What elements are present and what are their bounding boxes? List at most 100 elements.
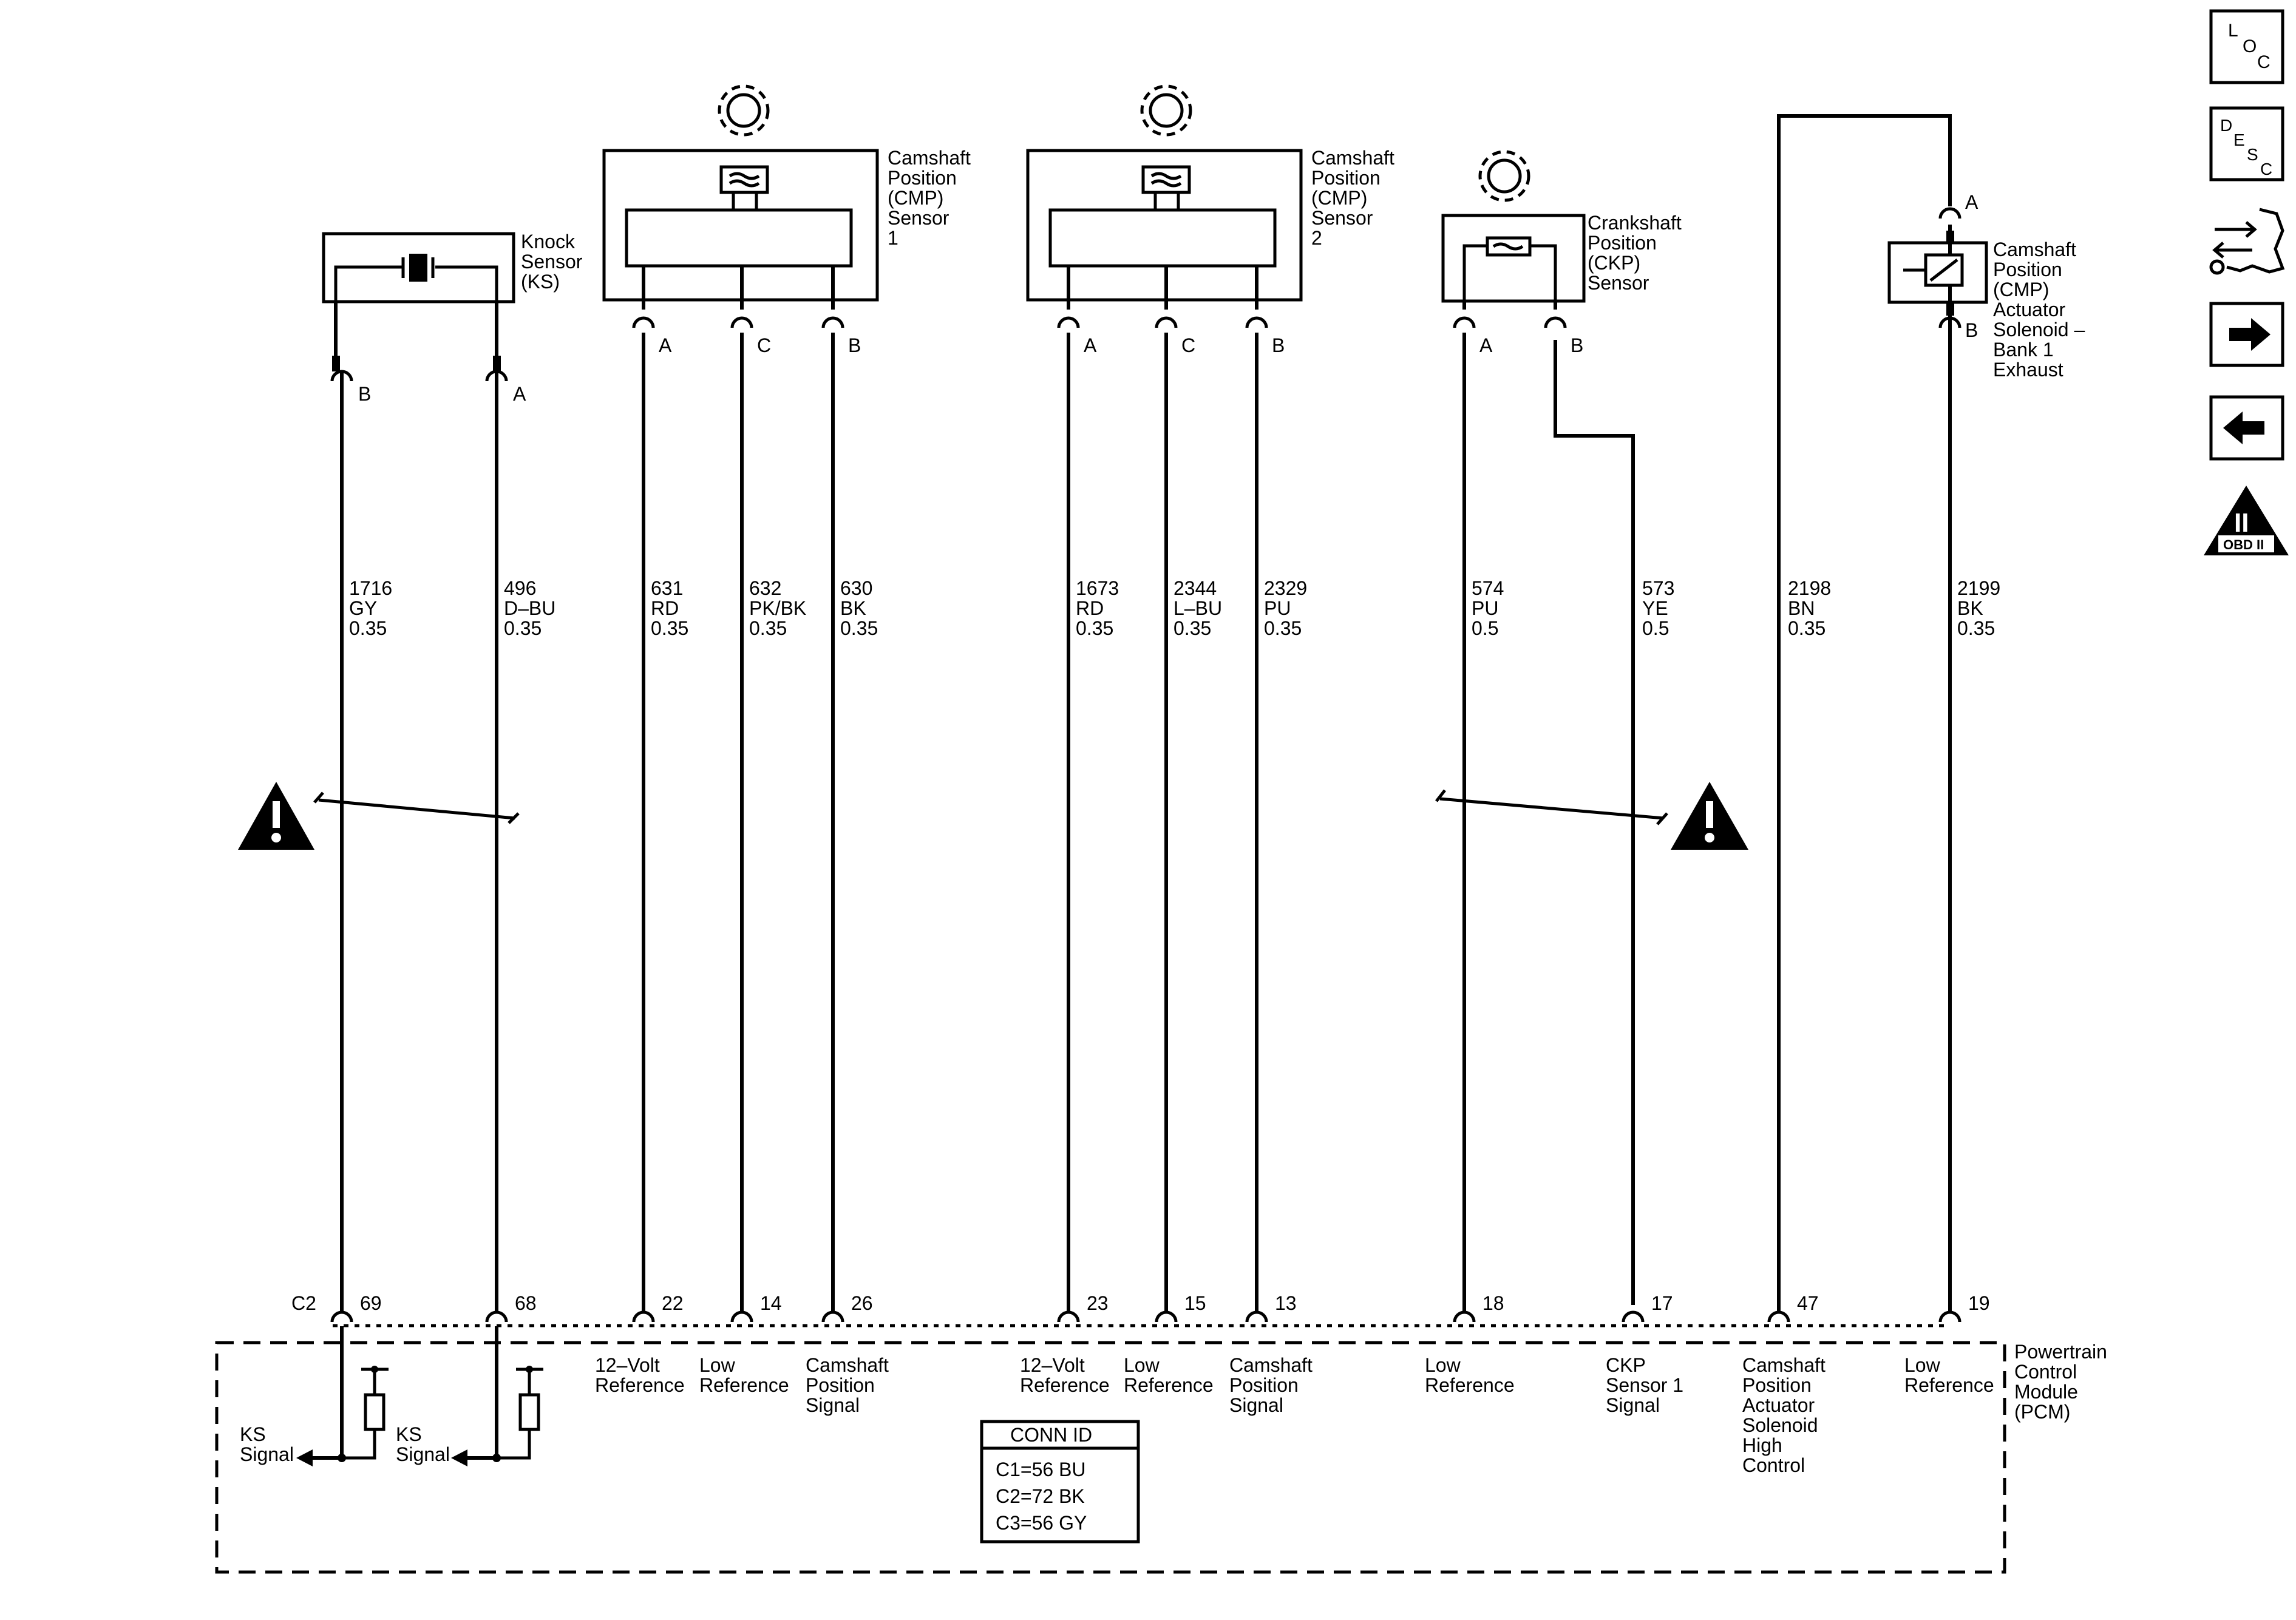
conn-id-row: C3=56 GY <box>996 1512 1087 1534</box>
pcm-pin-number: 14 <box>760 1292 782 1314</box>
svg-text:D: D <box>2220 116 2232 135</box>
knock-sensor-label: Knock Sensor (KS) <box>521 231 588 293</box>
pin-label: B <box>1965 319 1978 341</box>
svg-text:E: E <box>2233 130 2245 149</box>
pcm-pin-number: 17 <box>1651 1292 1673 1314</box>
pcm-pin-number: 13 <box>1275 1292 1297 1314</box>
next-arrow-button[interactable] <box>2209 302 2284 367</box>
conn-id-row: C2=72 BK <box>996 1485 1085 1507</box>
pin-label: B <box>358 383 371 405</box>
connector-c2-label: C2 <box>291 1292 316 1314</box>
pin-label: B <box>1571 334 1583 356</box>
cmp-sensor-1 <box>602 149 879 310</box>
pcm-pin-number: 69 <box>360 1292 382 1314</box>
svg-text:S: S <box>2247 145 2258 164</box>
conn-id-title: CONN ID <box>1010 1424 1092 1446</box>
warning-icon <box>1671 782 1748 850</box>
pin-label: B <box>848 334 861 356</box>
gear-icon <box>718 84 770 137</box>
svg-text:C: C <box>2257 52 2271 72</box>
gear-icon <box>1478 150 1530 202</box>
pin-label: A <box>659 334 672 356</box>
loc-button[interactable]: L O C <box>2209 9 2284 84</box>
ks-internal-circuit <box>296 1326 543 1466</box>
obd-ii-icon: II OBD II <box>2204 486 2289 555</box>
warning-icon <box>238 782 314 850</box>
svg-text:O: O <box>2243 36 2257 56</box>
pcm-pin-number: 68 <box>515 1292 537 1314</box>
cmp-sensor-2-label: Camshaft Position (CMP) Sensor 2 <box>1311 147 1400 249</box>
ckp-signal-route <box>1554 340 1635 1305</box>
svg-text:L: L <box>2228 21 2238 41</box>
pin-label: A <box>1965 191 1978 213</box>
pcm-pin-number: 22 <box>662 1292 684 1314</box>
pcm-pin-number: 23 <box>1087 1292 1109 1314</box>
cmp-actuator-solenoid <box>1777 114 1988 1311</box>
pcm-module <box>215 1324 2006 1574</box>
pin-label: C <box>1181 334 1195 356</box>
back-arrow-button[interactable] <box>2209 395 2284 461</box>
pcm-pin-number: 26 <box>851 1292 873 1314</box>
cmp-sensor-1-label: Camshaft Position (CMP) Sensor 1 <box>888 147 976 249</box>
repair-icon[interactable] <box>2209 208 2285 275</box>
cmp-sensor-2 <box>1026 149 1303 310</box>
pcm-label: Powertrain Control Module (PCM) <box>2014 1341 2113 1423</box>
pcm-pin-number: 19 <box>1968 1292 1990 1314</box>
ks-signal-label: KS Signal <box>240 1423 294 1465</box>
pcm-pin-number: 47 <box>1797 1292 1819 1314</box>
pin-label: A <box>1479 334 1493 356</box>
ckp-sensor-label: Crankshaft Position (CKP) Sensor <box>1588 212 1687 294</box>
ks-signal-label: KS Signal <box>396 1423 450 1465</box>
pin-label: C <box>757 334 771 356</box>
svg-text:C: C <box>2260 160 2272 178</box>
svg-text:II: II <box>2234 508 2249 538</box>
conn-id-row: C1=56 BU <box>996 1459 1086 1480</box>
ckp-sensor <box>1441 214 1586 310</box>
desc-button[interactable]: D E S C <box>2209 106 2284 181</box>
svg-text:OBD II: OBD II <box>2223 537 2264 552</box>
pcm-pin-number: 15 <box>1184 1292 1206 1314</box>
pin-label: A <box>1084 334 1097 356</box>
pcm-pin-number: 18 <box>1483 1292 1504 1314</box>
gear-icon <box>1140 84 1192 137</box>
pin-label: A <box>513 383 526 405</box>
pin-label: B <box>1272 334 1285 356</box>
conn-id-table <box>980 1420 1140 1544</box>
twisted-pair-marker <box>313 789 1668 825</box>
